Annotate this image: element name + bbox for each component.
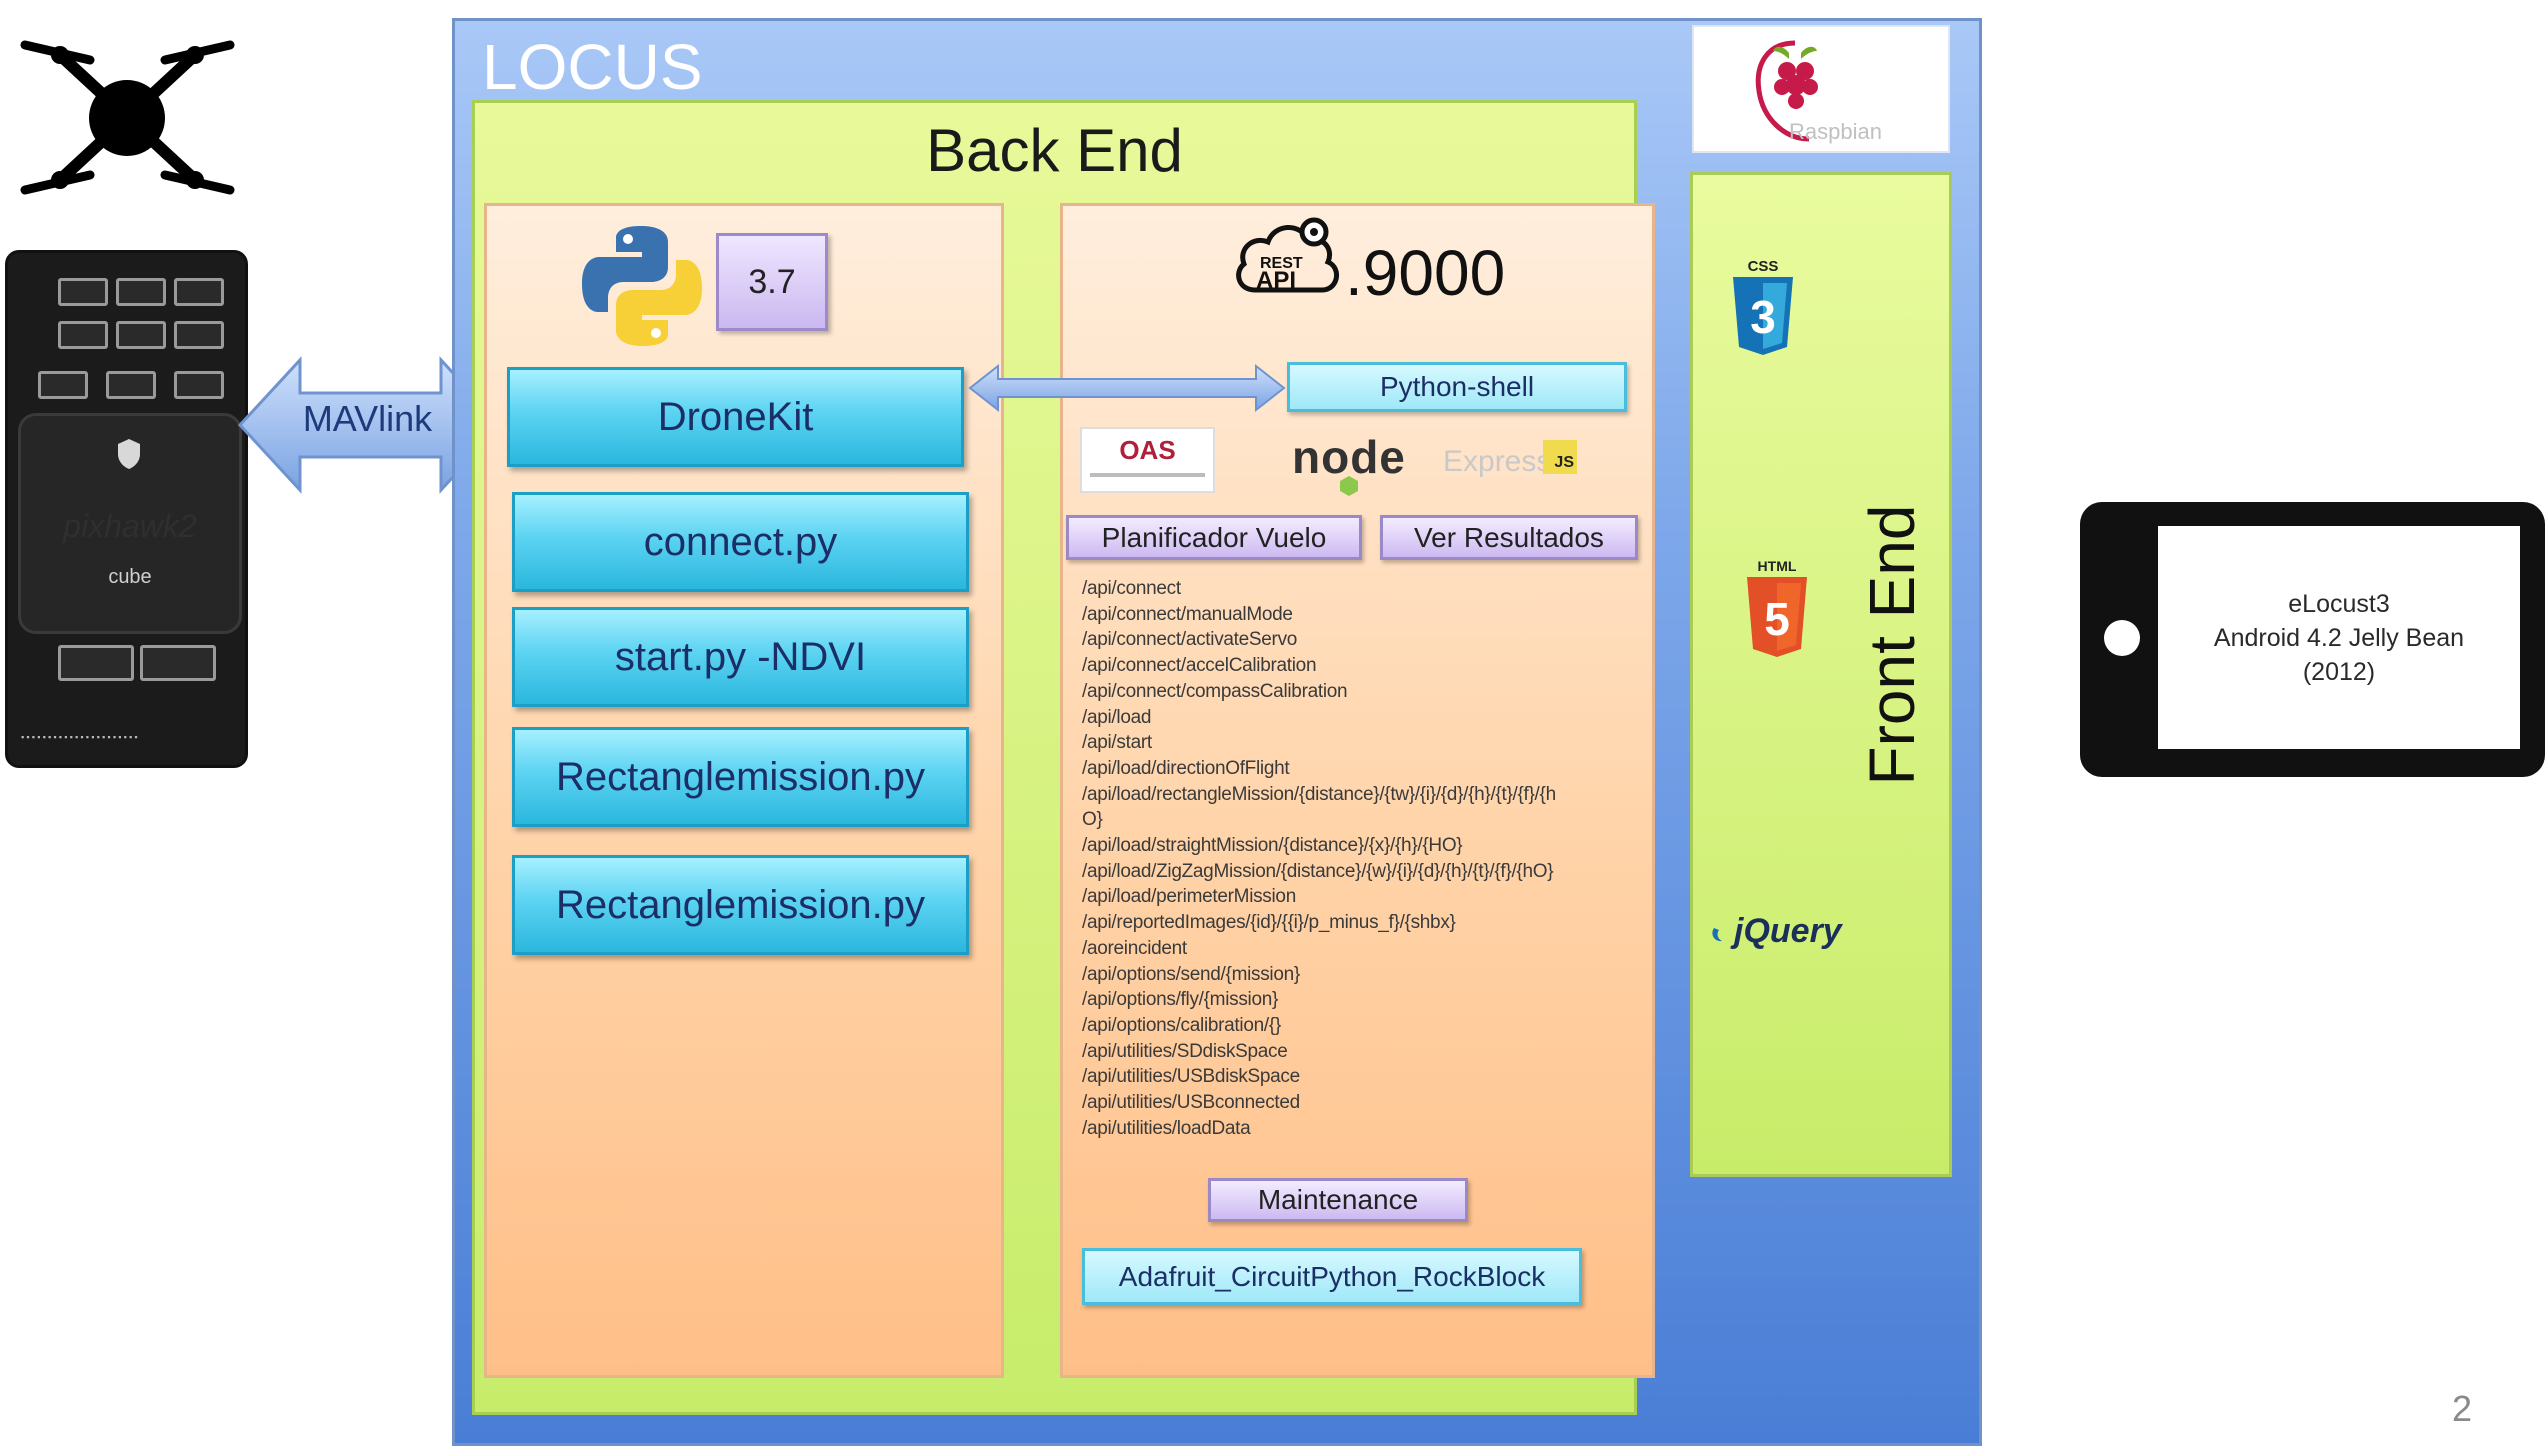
- api-route: O}: [1082, 809, 1103, 831]
- node-logo: node: [1292, 431, 1406, 483]
- frontend-title: Front End: [1856, 504, 1928, 786]
- api-route: /api/connect/accelCalibration: [1082, 655, 1317, 677]
- rectangle-mission-box: Rectanglemission.py: [512, 727, 969, 827]
- node-hexagon-icon: [1340, 476, 1358, 496]
- fc-brand: pixhawk2: [63, 508, 197, 544]
- api-route: /api/connect: [1082, 578, 1181, 599]
- jquery-swirl-icon: [1712, 928, 1722, 942]
- svg-text:3: 3: [1750, 291, 1776, 343]
- maintenance-box: Maintenance: [1208, 1178, 1468, 1222]
- api-route: /api/utilities/SDdiskSpace: [1082, 1040, 1288, 1062]
- connect-py-box: connect.py: [512, 492, 969, 592]
- javascript-logo: JS: [1543, 440, 1577, 474]
- openapi-logo: OAS: [1080, 427, 1215, 493]
- fc-cube-label: cube: [108, 566, 152, 588]
- api-route: /api/load: [1082, 706, 1152, 728]
- raspbian-logo-box: Raspbian: [1692, 25, 1950, 153]
- api-route: /api/load/ZigZagMission/{distance}/{w}/{…: [1082, 860, 1554, 882]
- api-route: /api/connect/compassCalibration: [1082, 680, 1348, 702]
- fc-cube: pixhawk2 cube: [18, 413, 242, 634]
- start-py-box: start.py -NDVI: [512, 607, 969, 707]
- html5-logo-icon: HTML 5: [1747, 558, 1807, 657]
- python-version-box: 3.7: [716, 233, 828, 331]
- svg-text:5: 5: [1764, 593, 1790, 645]
- api-route: /api/load/directionOfFlight: [1082, 757, 1290, 779]
- rest-api-port: .9000: [1345, 237, 1506, 309]
- api-route: /api/options/fly/{mission}: [1082, 989, 1279, 1011]
- jquery-logo-text: jQuery: [1734, 912, 1842, 950]
- api-route: /api/load/perimeterMission: [1082, 886, 1296, 908]
- api-route: /api/load/rectangleMission/{distance}/{t…: [1082, 783, 1556, 805]
- dronekit-shell-double-arrow: [968, 363, 1286, 413]
- css3-logo-icon: CSS 3: [1733, 258, 1793, 355]
- html-logo-text: HTML: [1758, 558, 1797, 574]
- api-route-list: /api/connect /api/connect/manualMode /ap…: [1082, 576, 1622, 1141]
- api-route: /api/load/straightMission/{distance}/{x}…: [1082, 835, 1463, 857]
- locus-title: LOCUS: [482, 31, 703, 103]
- api-route: /api/utilities/USBconnected: [1082, 1092, 1300, 1114]
- shield-logo-icon: [118, 439, 140, 469]
- rectangle-mission-box-2: Rectanglemission.py: [512, 855, 969, 955]
- api-route: /api/connect/activateServo: [1082, 629, 1298, 651]
- flight-controller-image: pixhawk2 cube ▪▪▪▪▪▪▪▪▪▪▪▪▪▪▪▪▪▪▪▪▪▪: [5, 250, 248, 768]
- api-route: /api/utilities/loadData: [1082, 1117, 1251, 1139]
- backend-title: Back End: [926, 117, 1183, 184]
- css-logo-text: CSS: [1748, 258, 1779, 275]
- python-logo-icon: [582, 226, 702, 346]
- raspbian-label: Raspbian: [1789, 119, 1882, 144]
- tablet-year: (2012): [2302, 657, 2376, 686]
- drone-icon: [20, 40, 235, 195]
- ver-resultados-box: Ver Resultados: [1380, 515, 1638, 560]
- python-shell-box: Python-shell: [1287, 362, 1627, 412]
- tablet-device: eLocust3 Android 4.2 Jelly Bean (2012): [2080, 502, 2545, 777]
- api-route: /api/reportedImages/{id}/{{i}/p_minus_f}…: [1082, 912, 1456, 934]
- adafruit-rockblock-box: Adafruit_CircuitPython_RockBlock: [1082, 1248, 1582, 1305]
- mavlink-label: MAVlink: [302, 398, 433, 439]
- tablet-app-name: eLocust3: [2288, 589, 2390, 618]
- frontend-panel: [1690, 172, 1952, 1177]
- api-route: /api/connect/manualMode: [1082, 603, 1293, 625]
- api-route: /api/start: [1082, 732, 1152, 754]
- api-route: /aoreincident: [1082, 937, 1187, 959]
- rest-api-cloud-icon: REST API: [1236, 217, 1339, 294]
- oas-logo-text: OAS: [1119, 435, 1176, 465]
- svg-text:REST: REST: [1260, 255, 1303, 272]
- dronekit-box: DroneKit: [507, 367, 964, 467]
- page-number: 2: [2452, 1388, 2473, 1429]
- api-route: /api/options/calibration/{}: [1082, 1014, 1281, 1036]
- raspberry-pi-icon: [1755, 40, 1818, 142]
- tablet-home-button: [2104, 620, 2140, 656]
- planificador-vuelo-box: Planificador Vuelo: [1066, 515, 1362, 560]
- svg-text:API: API: [1256, 267, 1296, 294]
- tablet-screen: eLocust3 Android 4.2 Jelly Bean (2012): [2158, 526, 2520, 749]
- api-route: /api/utilities/USBdiskSpace: [1082, 1066, 1300, 1088]
- api-route: /api/options/send/{mission}: [1082, 963, 1300, 985]
- tablet-os: Android 4.2 Jelly Bean: [2213, 623, 2465, 652]
- express-logo: Express: [1443, 445, 1552, 478]
